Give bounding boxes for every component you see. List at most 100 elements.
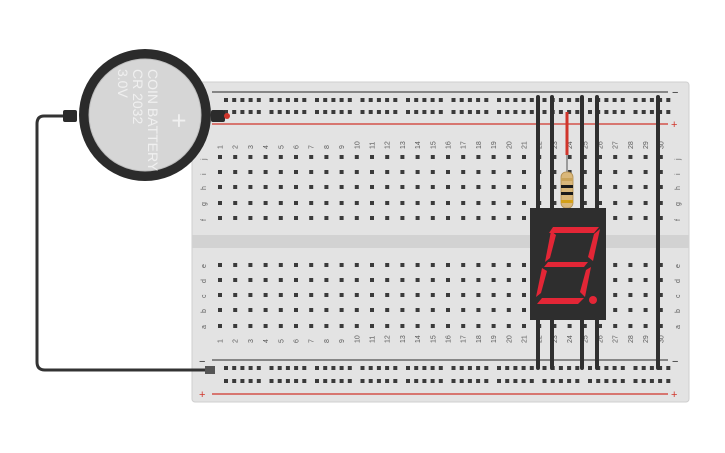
terminal-hole[interactable] <box>476 263 481 267</box>
rail-hole[interactable] <box>294 98 299 102</box>
rail-hole[interactable] <box>323 98 328 102</box>
rail-hole[interactable] <box>302 379 307 383</box>
rail-hole[interactable] <box>588 379 592 383</box>
rail-hole[interactable] <box>575 379 580 383</box>
terminal-hole[interactable] <box>324 170 329 174</box>
terminal-hole[interactable] <box>643 185 648 189</box>
rail-hole[interactable] <box>658 110 663 114</box>
terminal-hole[interactable] <box>354 216 359 220</box>
rail-hole[interactable] <box>567 98 572 102</box>
terminal-hole[interactable] <box>263 185 268 189</box>
terminal-hole[interactable] <box>278 201 283 205</box>
terminal-hole[interactable] <box>506 201 511 205</box>
terminal-hole[interactable] <box>476 170 481 174</box>
rail-hole[interactable] <box>368 366 373 370</box>
terminal-hole[interactable] <box>430 216 435 220</box>
rail-hole[interactable] <box>588 366 592 370</box>
terminal-hole[interactable] <box>415 263 420 267</box>
rail-hole[interactable] <box>285 98 290 102</box>
terminal-hole[interactable] <box>598 185 602 189</box>
terminal-hole[interactable] <box>385 324 390 328</box>
terminal-hole[interactable] <box>370 170 374 174</box>
rail-hole[interactable] <box>339 98 344 102</box>
rail-hole[interactable] <box>588 98 592 102</box>
terminal-hole[interactable] <box>613 278 618 282</box>
terminal-hole[interactable] <box>522 293 526 297</box>
terminal-hole[interactable] <box>400 155 405 159</box>
rail-hole[interactable] <box>575 366 580 370</box>
terminal-hole[interactable] <box>385 201 390 205</box>
terminal-hole[interactable] <box>248 293 253 297</box>
terminal-hole[interactable] <box>309 278 314 282</box>
terminal-hole[interactable] <box>233 263 238 267</box>
rail-hole[interactable] <box>414 379 419 383</box>
terminal-hole[interactable] <box>400 308 405 312</box>
terminal-hole[interactable] <box>263 201 268 205</box>
terminal-hole[interactable] <box>248 170 253 174</box>
terminal-hole[interactable] <box>506 324 511 328</box>
terminal-hole[interactable] <box>339 263 344 267</box>
terminal-hole[interactable] <box>522 278 526 282</box>
terminal-hole[interactable] <box>491 308 496 312</box>
terminal-hole[interactable] <box>218 170 222 174</box>
rail-hole[interactable] <box>658 98 663 102</box>
terminal-hole[interactable] <box>506 278 511 282</box>
terminal-hole[interactable] <box>613 293 618 297</box>
rail-hole[interactable] <box>484 110 489 114</box>
rail-hole[interactable] <box>612 110 617 114</box>
terminal-hole[interactable] <box>354 278 359 282</box>
rail-hole[interactable] <box>256 98 261 102</box>
terminal-hole[interactable] <box>598 201 602 205</box>
rail-hole[interactable] <box>232 110 237 114</box>
rail-hole[interactable] <box>497 110 501 114</box>
terminal-hole[interactable] <box>476 308 481 312</box>
rail-hole[interactable] <box>393 110 398 114</box>
terminal-hole[interactable] <box>233 170 238 174</box>
rail-hole[interactable] <box>294 366 299 370</box>
terminal-hole[interactable] <box>339 185 344 189</box>
rail-hole[interactable] <box>521 98 526 102</box>
rail-hole[interactable] <box>406 110 410 114</box>
terminal-hole[interactable] <box>658 263 663 267</box>
rail-hole[interactable] <box>633 379 638 383</box>
terminal-hole[interactable] <box>324 185 329 189</box>
rail-hole[interactable] <box>529 379 534 383</box>
rail-hole[interactable] <box>459 110 464 114</box>
terminal-hole[interactable] <box>294 201 298 205</box>
terminal-hole[interactable] <box>233 278 238 282</box>
rail-hole[interactable] <box>422 366 427 370</box>
terminal-hole[interactable] <box>522 324 526 328</box>
terminal-hole[interactable] <box>339 170 344 174</box>
rail-hole[interactable] <box>604 110 609 114</box>
rail-hole[interactable] <box>550 379 555 383</box>
terminal-hole[interactable] <box>354 155 359 159</box>
terminal-hole[interactable] <box>324 263 329 267</box>
rail-hole[interactable] <box>331 110 336 114</box>
terminal-hole[interactable] <box>339 216 344 220</box>
rail-hole[interactable] <box>240 98 245 102</box>
rail-hole[interactable] <box>393 379 398 383</box>
terminal-hole[interactable] <box>491 293 496 297</box>
terminal-hole[interactable] <box>294 278 298 282</box>
rail-hole[interactable] <box>438 366 443 370</box>
rail-hole[interactable] <box>521 379 526 383</box>
terminal-hole[interactable] <box>628 324 633 328</box>
rail-hole[interactable] <box>360 379 365 383</box>
rail-hole[interactable] <box>451 379 456 383</box>
rail-hole[interactable] <box>521 110 526 114</box>
terminal-hole[interactable] <box>430 308 435 312</box>
rail-hole[interactable] <box>406 98 410 102</box>
terminal-hole[interactable] <box>476 185 481 189</box>
terminal-hole[interactable] <box>339 293 344 297</box>
rail-hole[interactable] <box>323 366 328 370</box>
rail-hole[interactable] <box>376 379 381 383</box>
rail-hole[interactable] <box>368 110 373 114</box>
rail-hole[interactable] <box>302 366 307 370</box>
rail-hole[interactable] <box>505 110 510 114</box>
rail-hole[interactable] <box>641 379 646 383</box>
rail-hole[interactable] <box>438 379 443 383</box>
terminal-hole[interactable] <box>324 308 329 312</box>
rail-hole[interactable] <box>513 379 518 383</box>
coin-battery[interactable]: COIN BATTERY CR 2032 3.0V + <box>63 49 230 181</box>
terminal-hole[interactable] <box>294 263 298 267</box>
